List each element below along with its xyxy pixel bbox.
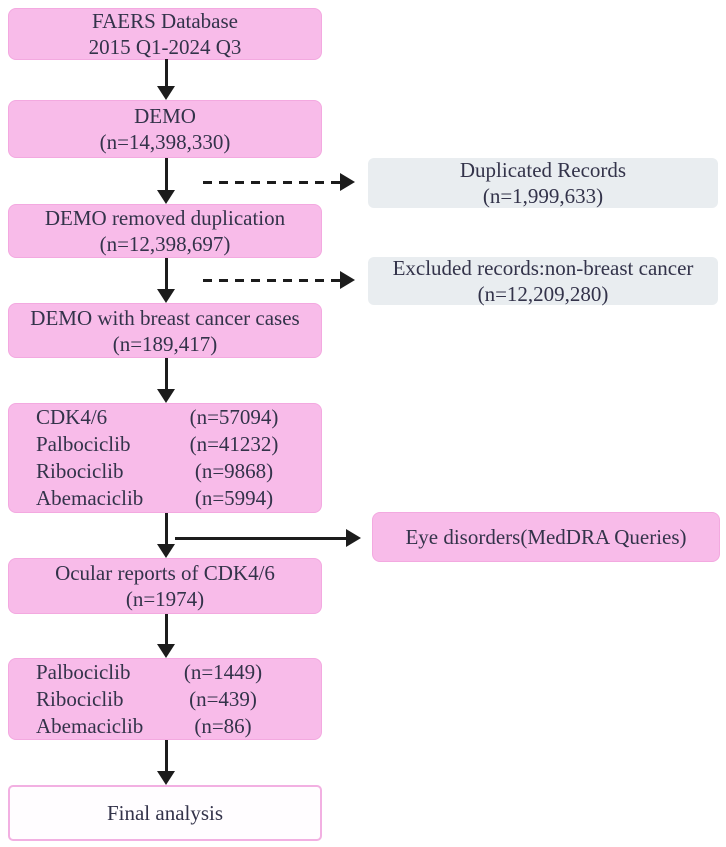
arrow-head-icon	[157, 389, 175, 403]
count-row: Ribociclib (n=439)	[36, 686, 321, 713]
box-line: (n=1,999,633)	[482, 184, 604, 208]
down-arrow-drugs-to-final	[157, 740, 175, 785]
arrow-line	[164, 258, 168, 289]
box-line: Excluded records:non-breast cancer	[392, 256, 694, 280]
box-drug-counts: Palbociclib (n=1449) Ribociclib (n=439) …	[8, 658, 322, 740]
drug-count: (n=57094)	[189, 405, 279, 429]
arrow-head-icon	[157, 289, 175, 303]
arrow-head-icon	[340, 173, 355, 191]
arrow-head-icon	[157, 190, 175, 204]
box-line: (n=12,398,697)	[99, 232, 231, 256]
drug-label: Abemaciclib	[36, 486, 144, 510]
down-arrow-cdk46-to-ocular	[157, 513, 175, 558]
arrow-line	[164, 158, 168, 190]
box-line: (n=12,209,280)	[477, 282, 609, 306]
box-line: DEMO removed duplication	[44, 206, 286, 230]
drug-count: (n=1449)	[183, 659, 263, 684]
arrow-head-icon	[340, 271, 355, 289]
box-line: FAERS Database	[91, 9, 238, 33]
drug-label: Ribociclib	[36, 686, 124, 711]
drug-count: (n=5994)	[194, 486, 274, 510]
count-row: Ribociclib (n=9868)	[36, 458, 321, 485]
box-line: Duplicated Records	[459, 158, 627, 182]
count-row: CDK4/6 (n=57094)	[36, 404, 321, 431]
box-excluded-records: Excluded records:non-breast cancer (n=12…	[368, 256, 718, 306]
arrow-head-icon	[346, 529, 361, 547]
count-row: Palbociclib (n=41232)	[36, 431, 321, 458]
drug-label: CDK4/6	[36, 405, 108, 429]
drug-count: (n=41232)	[189, 432, 279, 456]
arrow-line	[175, 536, 346, 540]
arrow-line	[164, 358, 168, 389]
down-arrow-dedup-to-breast-cancer	[157, 258, 175, 303]
arrow-line	[164, 740, 168, 771]
box-line: DEMO with breast cancer cases	[30, 305, 300, 330]
arrow-head-icon	[157, 644, 175, 658]
arrow-line	[164, 513, 168, 544]
drug-count: (n=86)	[194, 713, 252, 738]
box-demo-breast-cancer-cases: DEMO with breast cancer cases (n=189,417…	[8, 303, 322, 358]
dashed-arrow-to-duplicated-records	[203, 173, 355, 191]
box-line: 2015 Q1-2024 Q3	[88, 35, 242, 59]
box-demo: DEMO (n=14,398,330)	[8, 100, 322, 158]
drug-label: Abemaciclib	[36, 713, 144, 738]
box-demo-removed-duplication: DEMO removed duplication (n=12,398,697)	[8, 204, 322, 258]
count-row: Abemaciclib (n=5994)	[36, 485, 321, 512]
box-line: (n=14,398,330)	[99, 130, 231, 154]
box-final-analysis: Final analysis	[8, 785, 322, 841]
box-line: Final analysis	[106, 801, 224, 825]
count-row: Abemaciclib (n=86)	[36, 713, 321, 740]
drug-label: Ribociclib	[36, 459, 124, 483]
down-arrow-faers-to-demo	[157, 59, 175, 100]
box-line: DEMO	[134, 104, 196, 128]
box-faers-database: FAERS Database 2015 Q1-2024 Q3	[8, 8, 322, 60]
down-arrow-demo-to-dedup	[157, 158, 175, 204]
arrow-head-icon	[157, 86, 175, 100]
box-ocular-reports: Ocular reports of CDK4/6 (n=1974)	[8, 558, 322, 614]
down-arrow-ocular-to-drugs	[157, 614, 175, 658]
arrow-head-icon	[157, 544, 175, 558]
box-eye-disorders: Eye disorders(MedDRA Queries)	[372, 512, 720, 562]
dashed-arrow-to-excluded-records	[203, 271, 355, 289]
arrow-line	[164, 614, 168, 644]
drug-label: Palbociclib	[36, 432, 131, 456]
box-line: Eye disorders(MedDRA Queries)	[405, 525, 687, 549]
box-line: Ocular reports of CDK4/6	[55, 561, 275, 585]
box-line: (n=189,417)	[112, 331, 218, 356]
arrow-line	[164, 59, 168, 86]
box-line: (n=1974)	[125, 587, 205, 611]
count-row: Palbociclib (n=1449)	[36, 659, 321, 686]
drug-label: Palbociclib	[36, 659, 131, 684]
solid-arrow-to-eye-disorders	[175, 529, 361, 547]
box-duplicated-records: Duplicated Records (n=1,999,633)	[368, 158, 718, 208]
arrow-head-icon	[157, 771, 175, 785]
arrow-line	[203, 180, 340, 184]
drug-count: (n=9868)	[194, 459, 274, 483]
arrow-line	[203, 278, 340, 282]
down-arrow-breast-cancer-to-cdk46	[157, 358, 175, 403]
drug-count: (n=439)	[189, 686, 257, 711]
box-cdk46-counts: CDK4/6 (n=57094) Palbociclib (n=41232) R…	[8, 403, 322, 513]
